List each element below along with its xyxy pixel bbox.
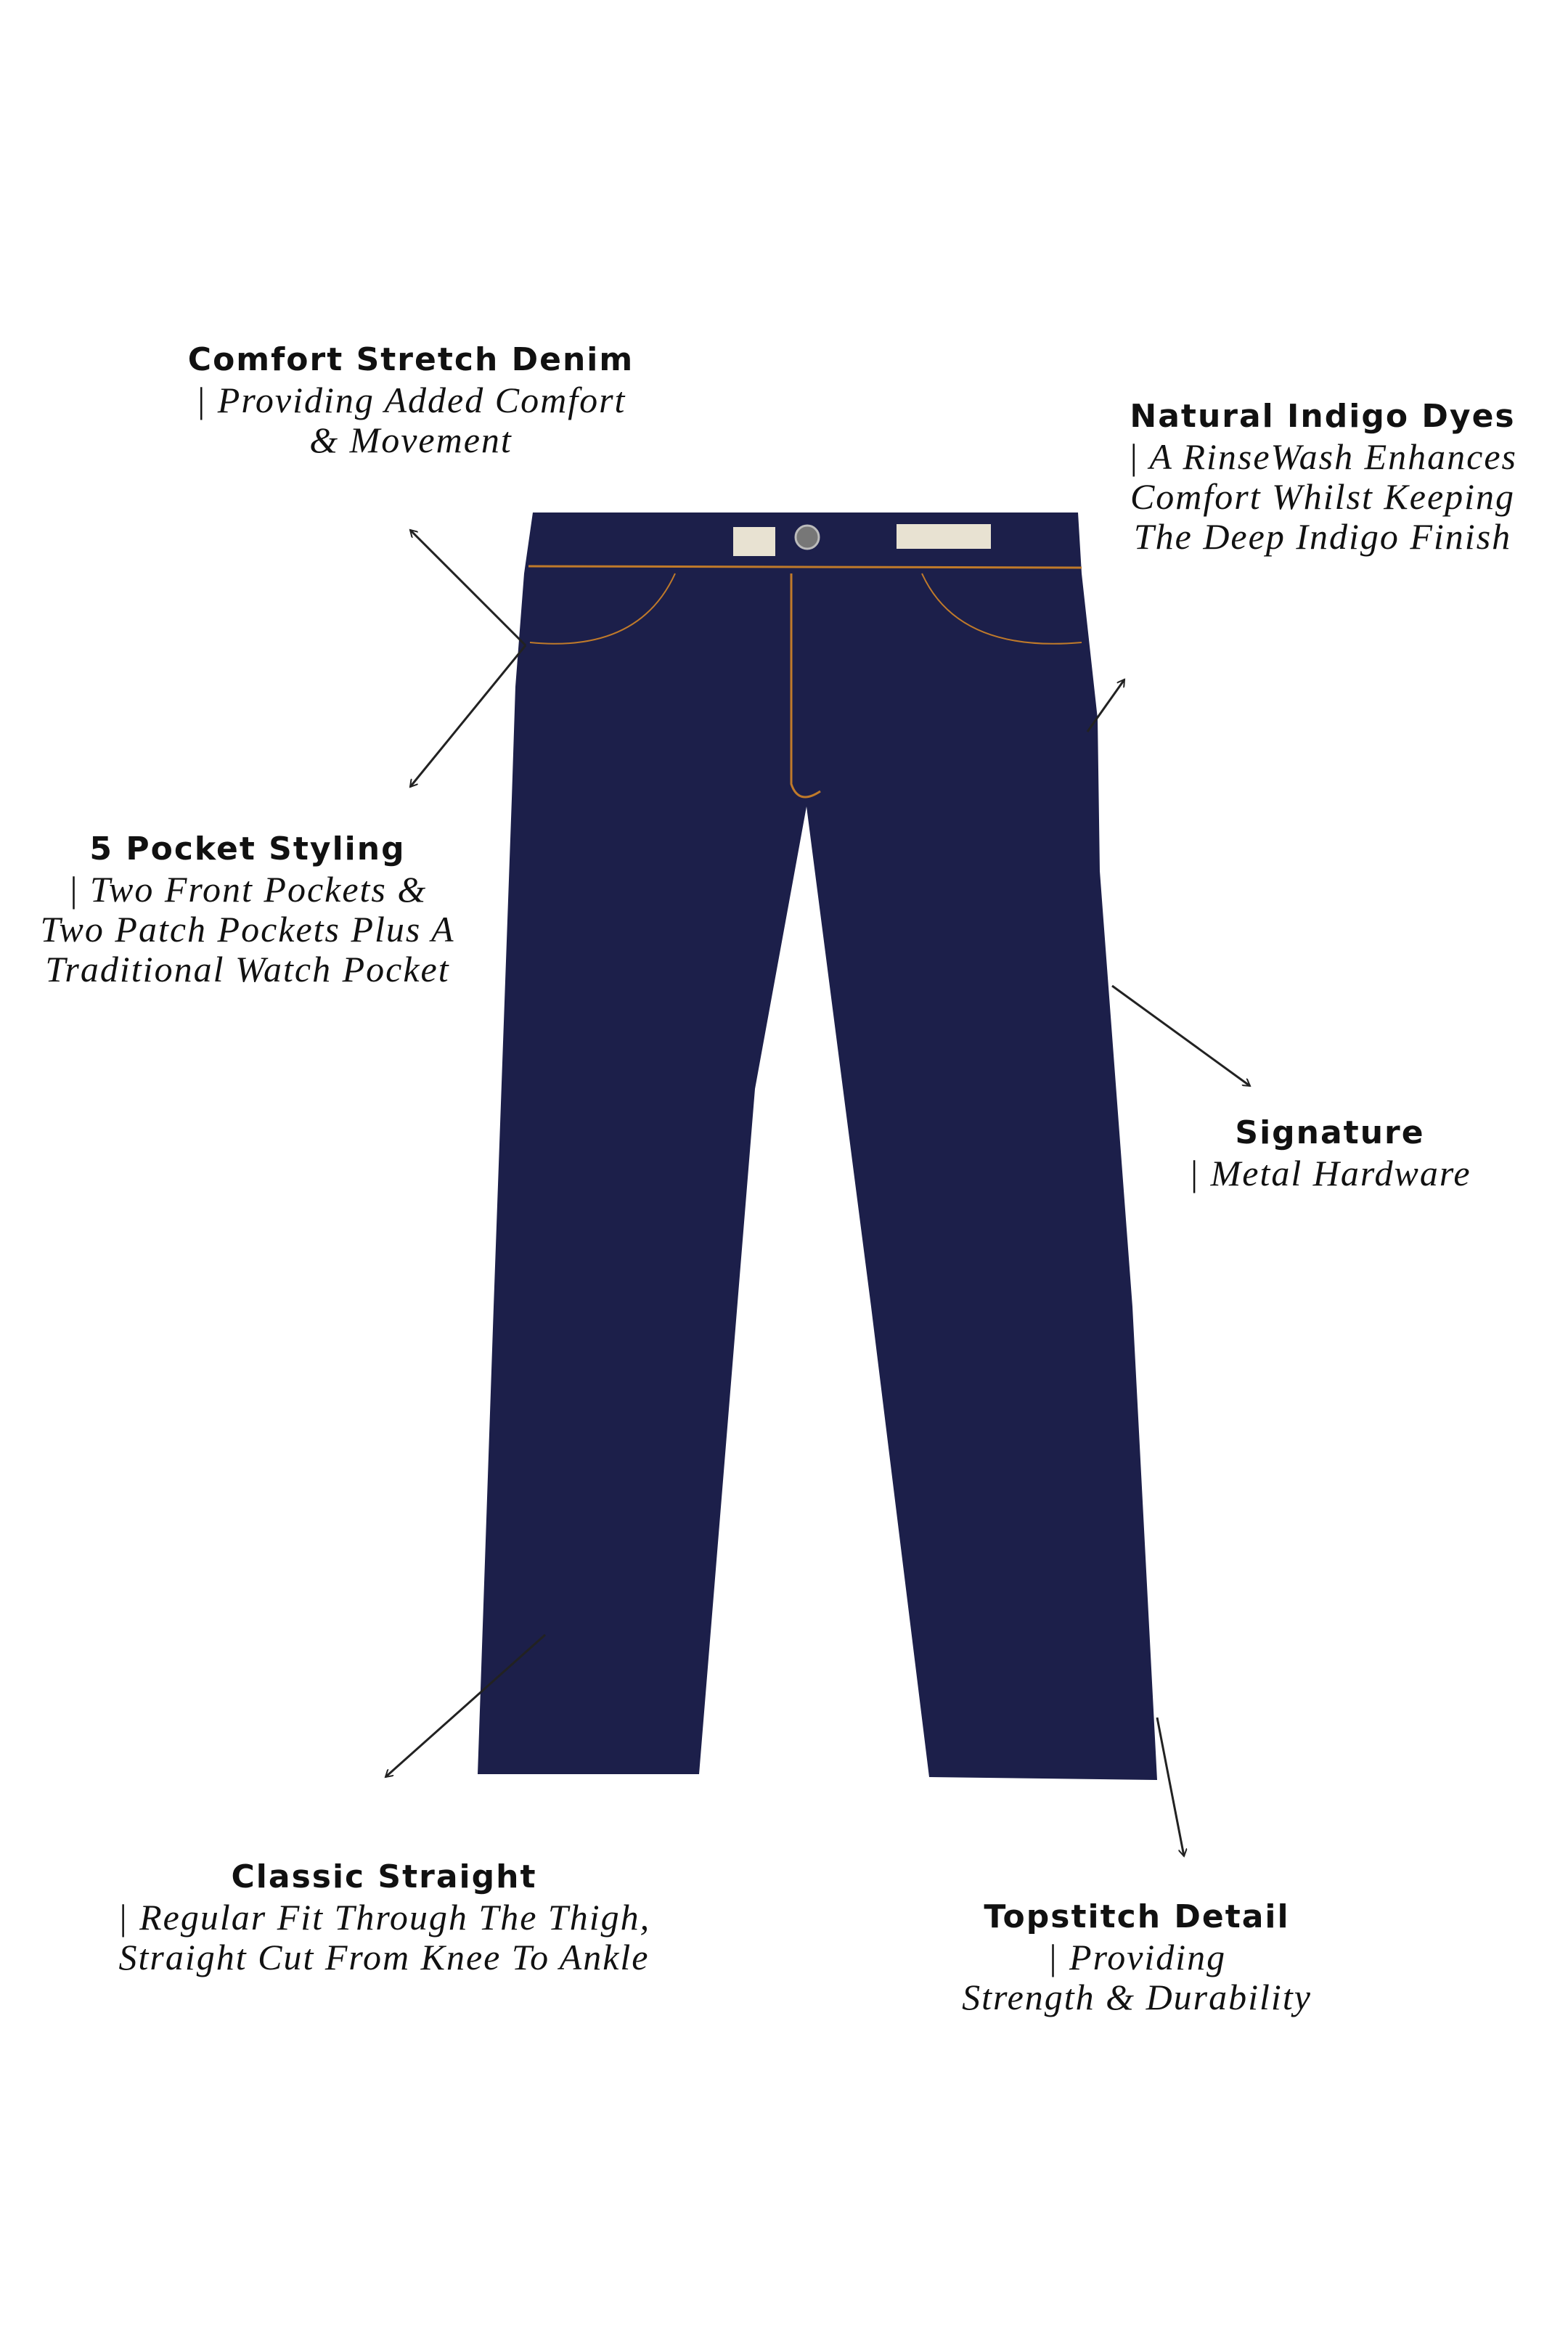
feature-title: Natural Indigo Dyes [1130, 398, 1516, 435]
feature-desc: Two Patch Pockets Plus A [40, 909, 455, 950]
callout-arrows [385, 530, 1250, 1856]
feature-topstitch: Topstitch Detail | Providing Strength & … [962, 1897, 1312, 2017]
feature-desc: Straight Cut From Knee To Ankle [118, 1937, 650, 1977]
feature-desc: Traditional Watch Pocket [45, 949, 450, 989]
right-pocket-stitch [921, 573, 1082, 645]
left-pocket-stitch [529, 573, 676, 645]
feature-5-pocket: 5 Pocket Styling | Two Front Pockets & T… [40, 829, 454, 989]
feature-desc: | Regular Fit Through The Thigh, [117, 1897, 651, 1937]
arrow [410, 530, 527, 647]
arrow [1111, 984, 1250, 1087]
feature-classic-straight: Classic Straight | Regular Fit Through T… [118, 1857, 650, 1977]
feature-desc: Strength & Durability [962, 1977, 1312, 2017]
feature-signature: Signature | Metal Hardware [1188, 1113, 1471, 1193]
arrow [410, 645, 527, 787]
feature-indigo-dyes: Natural Indigo Dyes | A RinseWash Enhanc… [1128, 396, 1517, 557]
arrow [385, 1633, 546, 1777]
feature-desc: | Providing [1047, 1937, 1227, 1977]
label-patch [897, 524, 991, 549]
feature-title: 5 Pocket Styling [89, 830, 406, 867]
button-icon [794, 524, 820, 550]
feature-desc: & Movement [309, 420, 513, 460]
feature-title: Topstitch Detail [984, 1898, 1290, 1935]
arrow [1086, 679, 1126, 732]
arrow [1156, 1717, 1184, 1856]
feature-desc: | A RinseWash Enhances [1128, 436, 1517, 477]
feature-desc: | Metal Hardware [1188, 1153, 1471, 1193]
feature-desc: | Providing Added Comfort [195, 380, 626, 420]
label-patch [733, 527, 775, 556]
feature-title: Signature [1235, 1114, 1425, 1151]
feature-title: Comfort Stretch Denim [187, 341, 634, 378]
feature-desc: Comfort Whilst Keeping [1130, 476, 1516, 517]
feature-desc: | Two Front Pockets & [68, 869, 428, 910]
fly-stitch [790, 573, 821, 799]
feature-comfort-stretch: Comfort Stretch Denim | Providing Added … [188, 340, 634, 460]
feature-desc: The Deep Indigo Finish [1133, 516, 1512, 557]
feature-title: Classic Straight [231, 1858, 537, 1895]
waistband-line [528, 565, 1082, 569]
jeans-body [478, 513, 1157, 1780]
